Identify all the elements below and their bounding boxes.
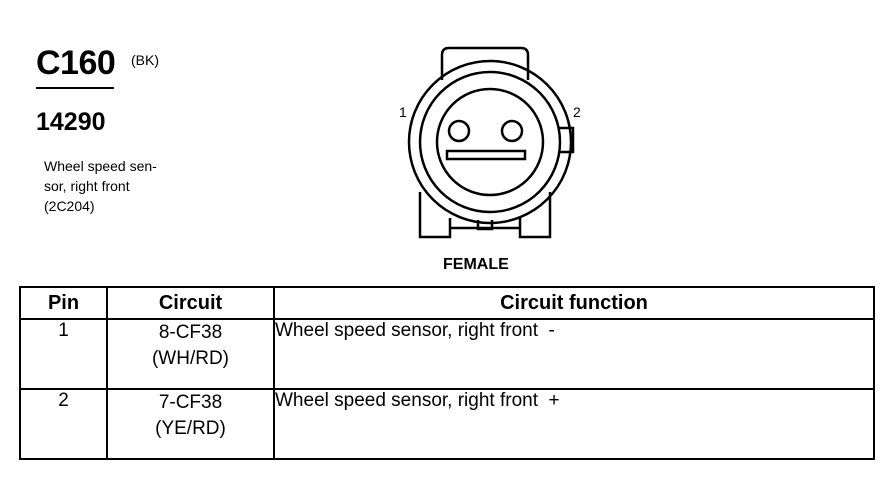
- pin-2-label: 2: [573, 104, 581, 120]
- pin-cell: 1: [19, 318, 108, 390]
- connector-base-left: [418, 192, 452, 239]
- wire-color: (YE/RD): [155, 418, 226, 439]
- pin-cell: 2: [19, 388, 108, 460]
- pin-2-socket: [500, 119, 524, 143]
- pin-1-socket: [447, 119, 471, 143]
- wire-color: (WH/RD): [151, 348, 230, 369]
- pinout-table: Pin Circuit Circuit function 1 8-CF38 (W…: [19, 286, 875, 460]
- connector-inner-ring: [418, 70, 562, 214]
- connector-id: C160: [36, 44, 116, 82]
- connector-latch-slot: [445, 149, 527, 161]
- header-pin: Pin: [19, 286, 108, 320]
- circuit-cell: 7-CF38 (YE/RD): [106, 388, 275, 460]
- description-line: Wheel speed sen-: [44, 158, 157, 174]
- part-number: 14290: [36, 108, 106, 136]
- connector-face-label: FEMALE: [443, 256, 509, 273]
- connector-housing-outline: [440, 46, 530, 80]
- connector-color-code: (BK): [131, 52, 159, 68]
- description-line: (2C204): [44, 198, 95, 214]
- circuit-function-cell: Wheel speed sensor, right front -: [273, 318, 875, 390]
- connector-outer-ring: [407, 59, 573, 225]
- circuit-id: 8-CF38: [158, 322, 223, 343]
- connector-description: Wheel speed sen- sor, right front (2C204…: [44, 156, 194, 216]
- circuit-cell: 8-CF38 (WH/RD): [106, 318, 275, 390]
- description-line: sor, right front: [44, 178, 130, 194]
- connector-face: [435, 87, 545, 197]
- header-circuit: Circuit: [106, 286, 275, 320]
- connector-id-underline: [36, 87, 114, 89]
- connector-housing-key: [558, 126, 575, 154]
- header-circuit-function: Circuit function: [273, 286, 875, 320]
- table-row: 1 8-CF38 (WH/RD) Wheel speed sensor, rig…: [19, 318, 875, 390]
- circuit-id: 7-CF38: [158, 392, 223, 413]
- connector-locator-tab: [476, 220, 494, 231]
- pin-1-label: 1: [399, 104, 407, 120]
- connector-face-diagram: 1 2: [399, 46, 581, 239]
- circuit-function-cell: Wheel speed sensor, right front +: [273, 388, 875, 460]
- table-header-row: Pin Circuit Circuit function: [19, 286, 875, 320]
- table-row: 2 7-CF38 (YE/RD) Wheel speed sensor, rig…: [19, 388, 875, 460]
